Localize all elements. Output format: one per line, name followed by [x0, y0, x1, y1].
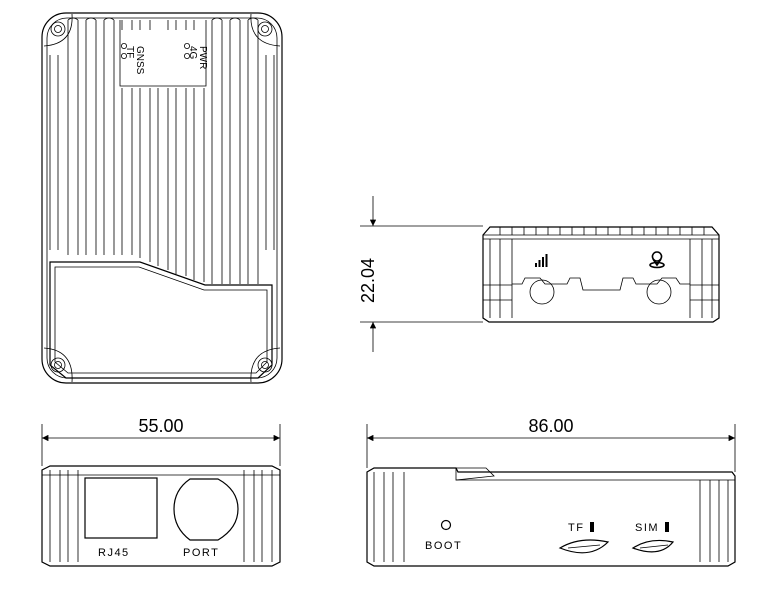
top-view-housing [41, 12, 283, 384]
top-view-plate [49, 261, 273, 379]
top-view: GNSS TF PWR 4G [41, 12, 283, 384]
tf-card-slot: TF [558, 522, 610, 554]
led-label-4g: 4G [187, 46, 198, 60]
mount-hole-top-left [50, 21, 66, 37]
led-label-tf: TF [124, 46, 135, 58]
side-view-housing [482, 226, 720, 323]
antenna-port-right [646, 279, 672, 305]
multi-port-connector [173, 478, 239, 541]
height-dimension: 22.04 [358, 196, 483, 352]
side-view: 22.04 [358, 196, 720, 352]
boot-button [440, 519, 452, 531]
rj45-label: RJ45 [98, 547, 130, 559]
led-indicators: GNSS TF PWR 4G [121, 43, 208, 75]
length-dimension-value: 86.00 [528, 416, 573, 436]
width-dimension-value: 55.00 [138, 416, 183, 436]
rj45-port [84, 477, 158, 539]
mount-hole-bottom-right [257, 357, 273, 373]
led-tf [121, 53, 128, 60]
sim-card-slot: SIM [631, 522, 675, 553]
led-label-pwr: PWR [197, 46, 208, 69]
led-4g [183, 53, 190, 60]
mount-hole-top-right [257, 21, 273, 37]
sim-label: SIM [635, 522, 659, 534]
heatsink-fins [49, 17, 275, 284]
location-pin-icon [649, 251, 665, 269]
led-gnss [121, 43, 128, 50]
tf-label: TF [568, 522, 584, 534]
height-dimension-value: 22.04 [358, 258, 378, 303]
length-dimension: 86.00 [366, 416, 736, 472]
rear-view-housing [366, 467, 736, 567]
front-view: RJ45 PORT 55.00 [41, 416, 281, 567]
front-view-housing [41, 465, 281, 567]
width-dimension: 55.00 [41, 416, 281, 466]
port-label: PORT [183, 547, 219, 559]
signal-bars-icon [535, 254, 548, 267]
antenna-port-left [529, 279, 555, 305]
boot-label: BOOT [425, 540, 462, 552]
rear-view: BOOT TF SIM 86.00 [366, 416, 736, 567]
led-label-gnss: GNSS [134, 46, 145, 75]
led-pwr [183, 43, 190, 50]
